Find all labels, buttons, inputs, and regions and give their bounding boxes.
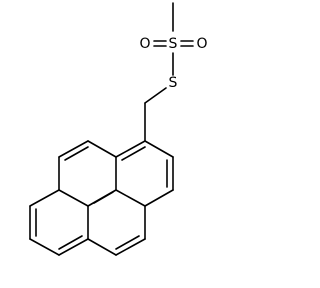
- bond-c3-c3a: [144, 189, 174, 207]
- bond-c10-c9-inner: [64, 146, 89, 161]
- bond-c6-c5a-inner: [58, 235, 83, 250]
- atom-label-oxygen-left: O: [139, 36, 150, 52]
- bond-c5-c4: [115, 238, 146, 256]
- bond-lines: [29, 2, 194, 256]
- bond-c10c-c10b-inner: [93, 191, 114, 204]
- bond-c7-c6: [29, 238, 60, 256]
- bond-c5-c4-inner: [115, 235, 140, 250]
- atom-labels: S O O S: [139, 36, 207, 91]
- chemical-structure: S O O S: [29, 2, 208, 256]
- atom-label-thio-s: S: [169, 75, 178, 91]
- bond-c8a-c8: [29, 189, 60, 207]
- bond-c10a-c10: [87, 140, 117, 158]
- atom-label-oxygen-right: O: [196, 36, 207, 52]
- bond-c8a-c10c: [58, 189, 89, 207]
- bond-s-ch2: [144, 87, 167, 104]
- bond-c10a-c1-inner: [121, 146, 146, 161]
- bond-c5a-c5: [87, 238, 117, 256]
- atom-label-sulfonyl-s: S: [169, 36, 178, 52]
- bond-c10a-c1: [115, 140, 146, 158]
- bond-c1-c2: [144, 140, 174, 158]
- bond-c6-c5a: [58, 238, 89, 256]
- bond-c3a-c10b: [115, 189, 146, 207]
- bond-c10-c9: [58, 140, 89, 158]
